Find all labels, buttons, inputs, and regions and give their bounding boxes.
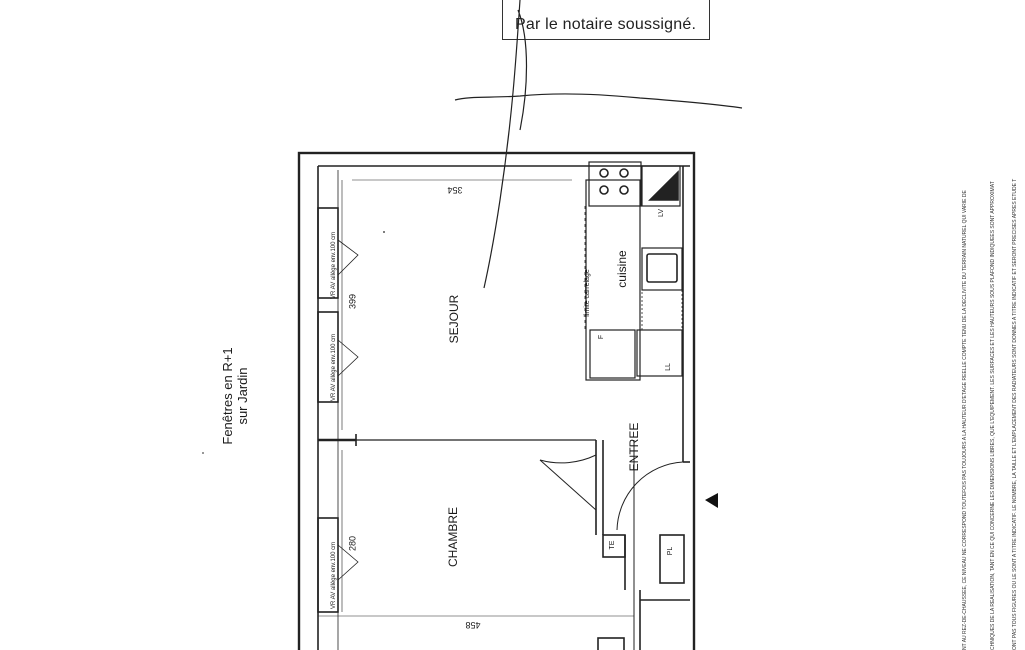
signature-stroke <box>454 93 743 109</box>
room-label-chambre: CHAMBRE <box>446 507 460 568</box>
window-note-3: VR AV allège env.100 cm <box>331 541 337 609</box>
dim-399: 399 <box>347 293 358 310</box>
dish-rack <box>641 289 683 331</box>
pl-box <box>659 534 685 584</box>
outer-wall <box>297 151 696 650</box>
legal-note-3: ONT PAS TOUS FIGURES OU LE SONT A TITRE … <box>1012 178 1018 650</box>
door-swing-entry <box>616 461 684 531</box>
window-note-2: VR AV allège env.100 cm <box>331 333 337 401</box>
window-caption: Fenêtres en R+1 sur Jardin <box>220 336 252 456</box>
window-note-1: VR AV allège env.100 cm <box>331 231 337 299</box>
notary-stamp: Par le notaire soussigné. <box>502 0 710 40</box>
room-label-cuisine: cuisine <box>615 250 629 288</box>
kitchen-counter <box>585 179 641 381</box>
signature-scribble <box>483 0 528 289</box>
legal-note-1: NT AU REZ-DE-CHAUSSEE, CE NIVEAU NE CORR… <box>962 190 968 650</box>
dim-458: 458 <box>465 620 481 630</box>
legal-note-2: CHNIQUES DE LA REALISATION, TANT EN CE Q… <box>990 181 996 650</box>
room-label-entree: ENTREE <box>627 422 641 472</box>
dim-280: 280 <box>347 535 358 552</box>
dim-354: 354 <box>447 185 463 195</box>
oven <box>641 165 681 207</box>
fixture-f: F <box>598 334 605 340</box>
room-label-sejour: SEJOUR <box>447 294 461 344</box>
caption-line-2: sur Jardin <box>235 367 250 425</box>
limit-carrelage-label: limite carrelage <box>584 269 591 317</box>
caption-line-1: Fenêtres en R+1 <box>220 347 235 445</box>
fixture-pl: PL <box>667 546 674 556</box>
stamp-text: Par le notaire soussigné. <box>515 16 697 33</box>
door-swing-chambre <box>539 454 597 464</box>
washing-machine <box>636 329 683 377</box>
fixture-ll: LL <box>665 363 672 371</box>
fixture-lv: LV <box>658 208 665 218</box>
entry-arrow <box>705 493 718 508</box>
cooktop <box>588 161 642 207</box>
fridge <box>589 329 636 379</box>
fixture-te: TE <box>609 540 616 550</box>
